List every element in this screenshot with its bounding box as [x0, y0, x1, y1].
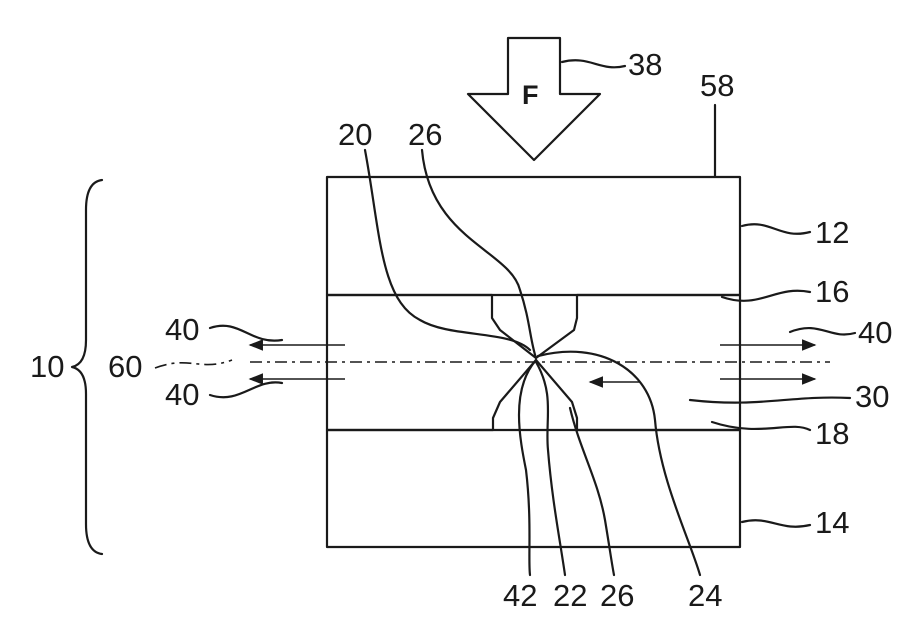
leader-42 [519, 360, 536, 575]
force-label: F [522, 80, 539, 110]
label-26-bottom: 26 [600, 578, 634, 613]
label-12: 12 [815, 215, 849, 250]
leader-20 [365, 150, 530, 350]
leader-14 [742, 520, 810, 526]
leader-22 [536, 362, 565, 575]
label-10: 10 [30, 349, 64, 384]
leader-12 [742, 224, 810, 234]
label-26-top: 26 [408, 117, 442, 152]
leader-26-bottom [570, 408, 614, 575]
label-30: 30 [855, 379, 889, 414]
label-14: 14 [815, 505, 849, 540]
leader-18 [712, 422, 810, 430]
lower-tool-block [327, 430, 740, 547]
label-42: 42 [503, 578, 537, 613]
leader-60 [155, 360, 232, 368]
label-40-left-bottom: 40 [165, 377, 199, 412]
label-38: 38 [628, 47, 662, 82]
label-58: 58 [700, 68, 734, 103]
label-40-right: 40 [858, 315, 892, 350]
group-brace [72, 180, 102, 554]
label-60: 60 [108, 349, 142, 384]
leader-40-left-bottom [210, 382, 282, 397]
leader-24 [538, 352, 700, 575]
label-20: 20 [338, 117, 372, 152]
leader-30 [690, 398, 850, 403]
leader-40-left-top [210, 326, 282, 341]
label-40-left-top: 40 [165, 312, 199, 347]
label-16: 16 [815, 274, 849, 309]
leader-38 [562, 60, 625, 67]
label-18: 18 [815, 416, 849, 451]
label-24: 24 [688, 578, 722, 613]
leader-40-right [790, 328, 855, 334]
label-22: 22 [553, 578, 587, 613]
